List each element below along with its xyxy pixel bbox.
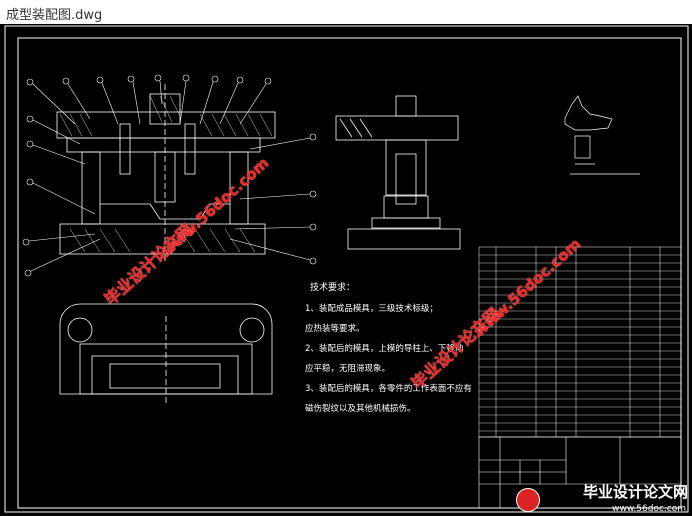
tech-requirement-line-3: 2、装配后的模具，上模的导柱上、下移动: [305, 344, 464, 354]
tech-requirement-line-2: 应热装等要求。: [305, 324, 365, 334]
bom-rows: [479, 254, 681, 432]
tech-requirement-line-6: 磁伤裂纹以及其他机械损伤。: [305, 404, 416, 414]
side-view: [335, 95, 461, 250]
plan-view: [59, 303, 273, 404]
outer-border: [4, 25, 689, 513]
tech-requirement-line-5: 3、装配后的模具，各零件的工作表面不应有: [305, 384, 472, 394]
footer-logo-icon: [516, 488, 540, 512]
tech-requirement-line-4: 应平稳，无阻滞现象。: [305, 364, 391, 374]
footer-logo-text: 毕业设计论文网: [582, 483, 688, 501]
window-titlebar: 成型装配图.dwg: [0, 0, 692, 24]
section-hatching: [59, 95, 273, 253]
assembly-section-view: [56, 84, 276, 264]
tech-requirements-heading: 技术要求：: [310, 283, 356, 293]
detail-part-view: [564, 95, 640, 175]
document-title: 成型装配图.dwg: [6, 8, 103, 23]
footer-url: www.56doc.com: [612, 504, 686, 514]
bill-of-materials: [478, 246, 682, 438]
drawing-canvas[interactable]: 技术要求： 1、装配成品模具，三级技术标级； 应热装等要求。 2、装配后的模具，…: [0, 24, 692, 516]
cad-drawing: [4, 25, 689, 513]
tech-requirement-line-1: 1、装配成品模具，三级技术标级；: [305, 304, 438, 314]
title-block: [478, 436, 682, 509]
part-balloons: [22, 74, 317, 277]
